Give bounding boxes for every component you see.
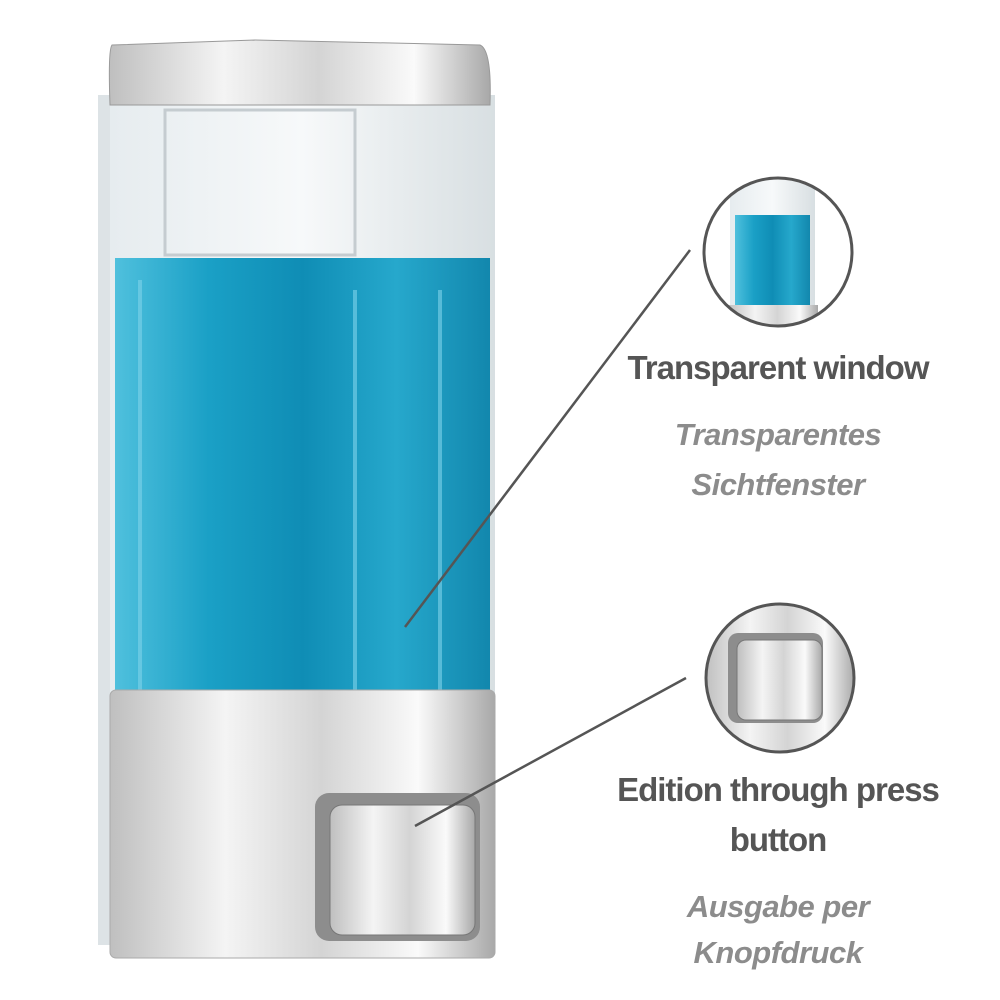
inner-reservoir-edge bbox=[163, 108, 357, 257]
liquid bbox=[115, 258, 490, 703]
callout-subtitle-window-line1: Transparentes bbox=[674, 417, 882, 452]
callout-line-window bbox=[404, 249, 691, 628]
liquid-highlights bbox=[138, 280, 442, 690]
callout-subtitle-button-line1: Ausgabe per bbox=[686, 889, 870, 924]
callout-subtitle-window-line2: Sichtfenster bbox=[691, 467, 865, 502]
top-cap bbox=[108, 39, 491, 106]
callout-title-button-line1: Edition through press bbox=[617, 771, 940, 808]
callout-line-button bbox=[414, 676, 687, 828]
transparent-window-detail-icon bbox=[702, 176, 854, 328]
press-button-detail-icon bbox=[704, 602, 856, 754]
callout-subtitle-button-line2: Knopfdruck bbox=[693, 935, 863, 970]
callout-title-button-line2: button bbox=[729, 821, 828, 858]
press-button bbox=[315, 793, 480, 941]
callout-title-window: Transparent window bbox=[627, 349, 929, 386]
